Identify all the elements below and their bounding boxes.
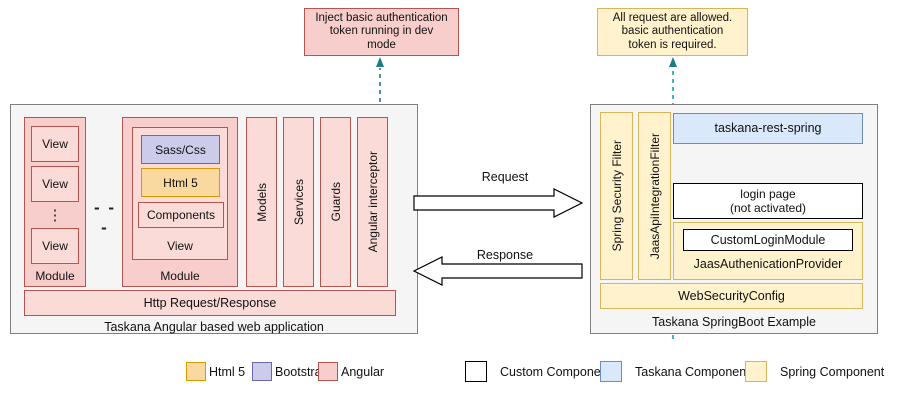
request-label: Request [481, 170, 529, 184]
legend-item-html5: Html 5 [186, 362, 245, 381]
callout-right-line2: basic authentication [621, 25, 724, 38]
legend-item-angular: Angular [318, 362, 384, 381]
module-a-label: Module [35, 269, 75, 283]
legend-swatch-custom-component [465, 361, 487, 382]
module-b-item-components: Components [138, 202, 224, 228]
http-request-response-bar: Http Request/Response [24, 290, 396, 316]
module-a-view-2: View [31, 166, 79, 202]
column-angular-interceptor-label: Angular interceptor [365, 151, 380, 253]
legend-swatch-spring-component [745, 361, 767, 382]
spring-security-filter: Spring Security Filter [600, 112, 633, 280]
column-guards-label: Guards [328, 182, 343, 222]
jaas-authentication-provider-label: JaasAuthenicationProvider [693, 256, 843, 271]
callout-left-connector [376, 57, 384, 110]
legend-label-html5: Html 5 [209, 364, 246, 379]
right-panel-caption: Taskana SpringBoot Example [652, 315, 816, 329]
module-b-label: Module [160, 269, 200, 283]
legend-swatch-bootstrap [252, 362, 272, 381]
callout-right: All request are allowed. basic authentic… [597, 8, 748, 56]
login-page-line1: login page [740, 187, 796, 201]
web-security-config: WebSecurityConfig [600, 283, 863, 309]
module-a-ellipsis: ⋮ [47, 207, 63, 224]
response-arrow [412, 256, 583, 286]
request-arrow [413, 188, 584, 218]
jaas-api-integration-filter-label: JaasApiIntegrationFilter [647, 132, 662, 260]
callout-left-line3: mode [367, 38, 396, 51]
taskana-rest-spring: taskana-rest-spring [673, 113, 863, 144]
callout-left-line2: token running in dev [329, 25, 434, 38]
column-models-label: Models [254, 182, 269, 222]
module-b-view-label: View [167, 239, 193, 253]
callout-left-line1: Inject basic authentication [315, 11, 448, 24]
legend-label-spring-component: Spring Component [780, 364, 885, 379]
module-b-item-sass-css: Sass/Css [141, 135, 220, 164]
legend-label-taskana-component: Taskana Component [635, 364, 750, 379]
login-page-line2: (not activated) [729, 201, 807, 215]
legend-label-angular: Angular [341, 364, 385, 379]
column-angular-interceptor: Angular interceptor [357, 117, 388, 287]
column-guards: Guards [320, 117, 351, 287]
callout-right-line3: token is required. [628, 38, 717, 51]
legend-item-custom-component: Custom Component [465, 361, 611, 382]
left-panel-caption: Taskana Angular based web application [104, 320, 324, 334]
jaas-api-integration-filter: JaasApiIntegrationFilter [638, 112, 671, 280]
callout-right-line1: All request are allowed. [612, 11, 733, 24]
module-a-view-1: View [31, 126, 79, 162]
column-services: Services [283, 117, 314, 287]
spring-security-filter-label: Spring Security Filter [609, 140, 624, 252]
legend-swatch-taskana-component [600, 361, 622, 382]
column-services-label: Services [291, 178, 306, 225]
modules-ellipsis: - - - [93, 198, 117, 237]
legend-label-custom-component: Custom Component [500, 364, 612, 379]
response-label: Response [476, 248, 534, 262]
legend-swatch-html5 [186, 362, 206, 381]
column-models: Models [246, 117, 277, 287]
login-page: login page (not activated) [673, 183, 863, 219]
legend-item-taskana-component: Taskana Component [600, 361, 750, 382]
legend-item-spring-component: Spring Component [745, 361, 884, 382]
legend-item-bootstrap: Bootstrap [252, 362, 329, 381]
module-b-item-html5: Html 5 [141, 168, 220, 197]
callout-left: Inject basic authentication token runnin… [304, 8, 459, 56]
legend-swatch-angular [318, 362, 338, 381]
legend-label-bootstrap: Bootstrap [275, 364, 329, 379]
module-a-view-3: View [31, 228, 79, 264]
custom-login-module: CustomLoginModule [683, 229, 853, 251]
